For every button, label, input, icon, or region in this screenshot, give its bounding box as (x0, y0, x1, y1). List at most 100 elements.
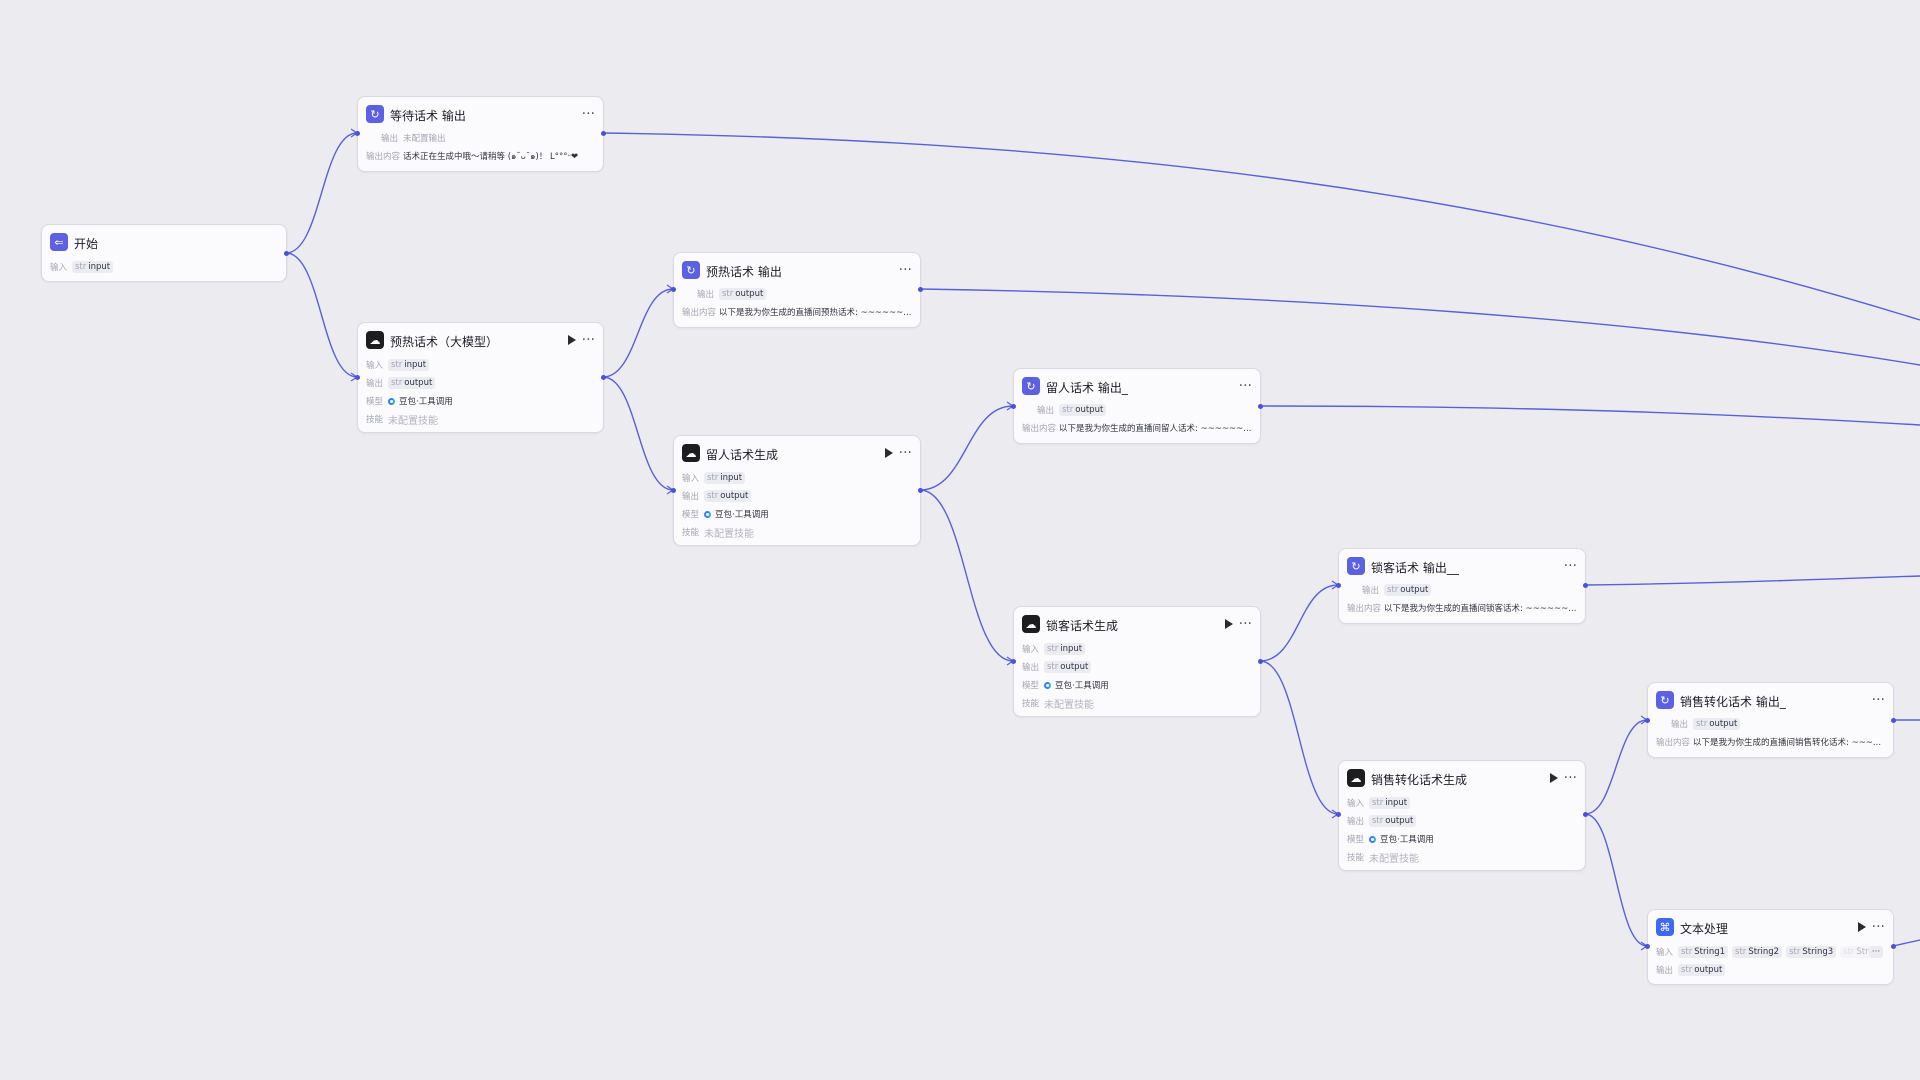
type-label: str (1681, 965, 1693, 975)
more-icon[interactable]: ··· (898, 445, 912, 461)
output-node-icon: ↻ (1347, 557, 1365, 575)
node-header: ☁ 留人话术生成 ··· (674, 436, 920, 470)
edge-warmup-to-retain[interactable] (602, 376, 674, 491)
input-port[interactable] (355, 375, 360, 380)
output-port[interactable] (1258, 659, 1263, 664)
node-title: 锁客话术生成 (1046, 619, 1119, 633)
node-title: 销售转化话术 输出_ (1680, 695, 1786, 709)
more-icon[interactable]: ··· (1563, 770, 1577, 786)
output-row: 输出 未配置输出 (381, 131, 446, 145)
param-name: output (1385, 816, 1414, 826)
param-name: output (720, 491, 749, 501)
skill-value: 未配置技能 (1044, 699, 1094, 711)
edge-retain-to-retain-output[interactable] (919, 405, 1014, 491)
more-icon[interactable]: ··· (581, 106, 595, 122)
node-title: 等待话术 输出 (390, 109, 466, 123)
more-icon[interactable]: ··· (1238, 616, 1252, 632)
run-icon[interactable] (1549, 773, 1558, 783)
node-title: 预热话术 输出 (706, 265, 782, 279)
edge-retain-to-lock[interactable] (919, 489, 1014, 662)
more-icon[interactable]: ··· (1871, 692, 1885, 708)
more-icon[interactable]: ··· (898, 262, 912, 278)
type-label: str (1372, 798, 1384, 808)
edge-warmup-output-to-end[interactable] (919, 288, 1920, 366)
output-port[interactable] (1891, 718, 1896, 723)
run-icon[interactable] (1224, 619, 1233, 629)
input-port[interactable] (1336, 812, 1341, 817)
input-label: 输入 (1656, 948, 1674, 958)
input-port[interactable] (1645, 718, 1650, 723)
more-icon[interactable]: ··· (581, 332, 595, 348)
input-port[interactable] (671, 287, 676, 292)
skill-label: 技能 (682, 528, 700, 538)
input-port[interactable] (1011, 659, 1016, 664)
node-title: 文本处理 (1680, 922, 1729, 936)
edge-sales-to-text[interactable] (1584, 813, 1648, 947)
model-name: 豆包·工具调用 (399, 397, 453, 407)
run-icon[interactable] (1857, 922, 1866, 932)
edge-warmup-to-warmup-output[interactable] (602, 288, 674, 378)
output-port[interactable] (1891, 944, 1896, 949)
input-port[interactable] (671, 488, 676, 493)
output-port[interactable] (918, 488, 923, 493)
edge-text-to-end[interactable] (1892, 939, 1920, 947)
output-content-label: 输出内容 (366, 152, 401, 162)
output-port[interactable] (601, 375, 606, 380)
type-label: str (707, 473, 719, 483)
output-content: 以下是我为你生成的直播间预热话术: ~~~~~~... (719, 308, 912, 318)
input-port[interactable] (1011, 404, 1016, 409)
more-icon[interactable]: ··· (1563, 558, 1577, 574)
output-port[interactable] (284, 251, 289, 256)
node-actions: ··· (884, 444, 912, 462)
input-port[interactable] (355, 131, 360, 136)
text-process-icon: ⌘ (1656, 918, 1674, 936)
edge-start-to-warmup[interactable] (285, 252, 358, 378)
model-label: 模型 (1347, 835, 1365, 845)
param-name: output (1060, 662, 1089, 672)
output-port[interactable] (601, 131, 606, 136)
param-name: input (1060, 644, 1083, 654)
output-port[interactable] (918, 287, 923, 292)
skill-row: 技能 未配置技能 (682, 525, 754, 540)
edge-sales-to-sales-output[interactable] (1584, 719, 1648, 815)
run-icon[interactable] (884, 448, 893, 458)
skill-label: 技能 (1347, 853, 1365, 863)
more-icon[interactable]: ··· (1871, 919, 1885, 935)
type-label: str (1372, 816, 1384, 826)
edge-lock-to-sales[interactable] (1259, 660, 1339, 815)
output-content: 以下是我为你生成的直播间销售转化话术: ~~~... (1693, 738, 1882, 748)
input-port[interactable] (1336, 583, 1341, 588)
node-wait-output[interactable]: ↻ 等待话术 输出 ··· 输出 未配置输出 输出内容 话术正在生成中哦～请稍等… (357, 96, 604, 172)
input-port[interactable] (1645, 944, 1650, 949)
node-header: ☁ 销售转化话术生成 ··· (1339, 761, 1585, 795)
more-icon[interactable]: ··· (1238, 378, 1252, 394)
output-port[interactable] (1583, 812, 1588, 817)
output-port[interactable] (1258, 404, 1263, 409)
edge-start-to-wait[interactable] (285, 132, 358, 254)
edge-retain-output-to-end[interactable] (1259, 405, 1920, 426)
edge-lock-output-to-end[interactable] (1584, 575, 1920, 586)
input-label: 输入 (682, 474, 700, 484)
output-content: 以下是我为你生成的直播间锁客话术: ~~~~~~... (1384, 604, 1577, 614)
output-port[interactable] (1583, 583, 1588, 588)
run-icon[interactable] (567, 335, 576, 345)
output-node-icon: ↻ (366, 105, 384, 123)
edge-lock-to-lock-output[interactable] (1259, 584, 1339, 662)
more-inputs-icon[interactable]: ··· (1869, 946, 1883, 958)
